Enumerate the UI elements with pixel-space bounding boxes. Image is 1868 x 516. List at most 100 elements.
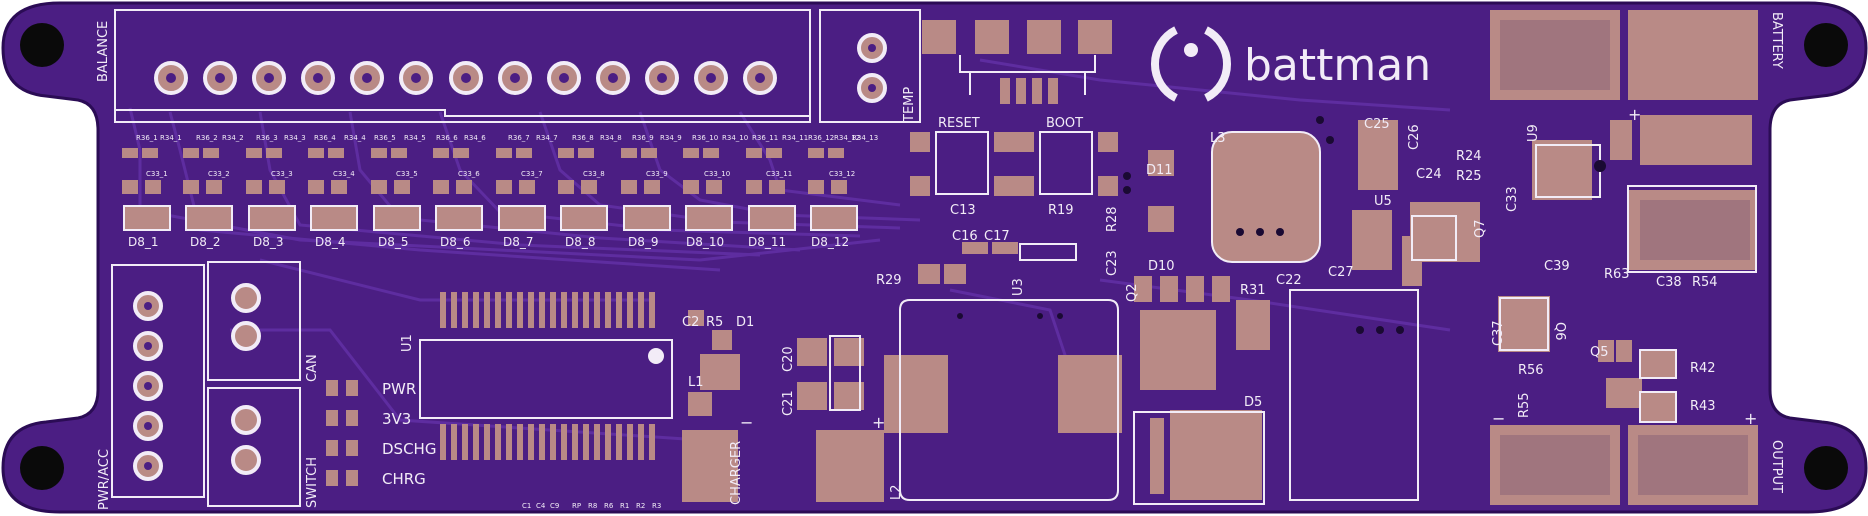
bottom-small-labels: C1 C4 C9 RP R8 R6 R1 R2 R3 <box>522 502 661 510</box>
designator: U5 <box>1374 194 1392 209</box>
designator: R28 <box>1105 206 1120 232</box>
designator: C20 <box>781 346 796 372</box>
temp-label: TEMP <box>902 87 917 123</box>
small-label: R8 <box>588 502 597 510</box>
designator: C37 <box>1491 320 1506 346</box>
designator: C33 <box>1505 186 1520 212</box>
pwr-acc-label: PWR/ACC <box>97 449 112 510</box>
pwr-acc-pins <box>133 291 163 481</box>
designator: R29 <box>876 273 902 288</box>
polarity-mark: − <box>740 413 753 432</box>
designator: R56 <box>1518 363 1544 378</box>
small-label: R6 <box>604 502 614 510</box>
designator: C26 <box>1407 124 1422 150</box>
resistor-label: R36_12 <box>808 134 834 142</box>
designator: Q2 <box>1125 283 1140 302</box>
resistor-label: R36_4 <box>314 134 336 142</box>
balance-connector-notch <box>114 109 810 122</box>
small-label: R3 <box>652 502 661 510</box>
small-label: RP <box>572 502 581 510</box>
designator: C23 <box>1105 250 1120 276</box>
balance-resistor-labels: R36_1 R34_1 R36_2 R34_2 R36_3 R34_3 R36_… <box>136 134 878 142</box>
designator: R24 <box>1456 149 1482 164</box>
cap-label: C33_5 <box>396 170 418 178</box>
power-pads <box>1490 10 1758 505</box>
designator: D5 <box>1244 395 1262 410</box>
designator: R42 <box>1690 361 1716 376</box>
resistor-label: R34_7 <box>536 134 558 142</box>
designator: R25 <box>1456 169 1482 184</box>
designator: R31 <box>1240 283 1266 298</box>
switch-connector-outline <box>207 387 301 507</box>
cap-label: C33_12 <box>829 170 855 178</box>
mosfet-label: D8_12 <box>811 235 849 249</box>
resistor-label: R34_5 <box>404 134 426 142</box>
mosfet-label: D8_3 <box>253 235 284 249</box>
designator: L3 <box>1210 131 1226 146</box>
designator: Q7 <box>1473 219 1488 238</box>
cap-label: C33_8 <box>583 170 605 178</box>
designator: C2 <box>682 315 699 330</box>
temp-connector-outline <box>819 9 921 123</box>
resistor-label: R34_10 <box>722 134 748 142</box>
resistor-label: R34_2 <box>222 134 244 142</box>
cap-label: C33_7 <box>521 170 543 178</box>
cap-label: C33_1 <box>146 170 168 178</box>
power-section-outlines <box>829 131 1757 505</box>
mosfet-label: D8_8 <box>565 235 596 249</box>
temp-sensor-outline <box>959 55 1096 95</box>
polarity-mark: + <box>1628 105 1641 124</box>
via-dots <box>957 116 1606 334</box>
led-dschg-label: DSCHG <box>382 440 436 458</box>
designator: R63 <box>1604 267 1630 282</box>
resistor-label: R36_5 <box>374 134 396 142</box>
switch-label: SWITCH <box>305 457 320 508</box>
balance-label: BALANCE <box>96 21 111 82</box>
mosfet-label: D8_1 <box>128 235 159 249</box>
small-label: C9 <box>550 502 559 510</box>
mounting-holes <box>20 23 1848 490</box>
resistor-label: R36_6 <box>436 134 458 142</box>
resistor-label: R34_3 <box>284 134 306 142</box>
cap-label: C33_10 <box>704 170 730 178</box>
designator: D11 <box>1146 163 1173 178</box>
mosfet-label: D8_7 <box>503 235 534 249</box>
designator: C39 <box>1544 259 1570 274</box>
balance-cap-labels: C33_1 C33_2 C33_3 C33_4 C33_5 C33_6 C33_… <box>146 170 855 178</box>
cap-label: C33_9 <box>646 170 668 178</box>
designator: C24 <box>1416 167 1442 182</box>
balance-smd-pads <box>122 148 847 194</box>
mosfet-label: D8_4 <box>315 235 346 249</box>
status-led-pads <box>326 380 358 486</box>
resistor-label: R34_11 <box>782 134 808 142</box>
mosfet-label: D8_11 <box>748 235 786 249</box>
resistor-label: R34_4 <box>344 134 366 142</box>
resistor-label: R36_3 <box>256 134 278 142</box>
balance-mosfet-labels: D8_1 D8_2 D8_3 D8_4 D8_5 D8_6 D8_7 D8_8 … <box>128 235 849 249</box>
resistor-label: R36_7 <box>508 134 530 142</box>
designator: D10 <box>1148 259 1175 274</box>
mosfet-label: D8_10 <box>686 235 724 249</box>
can-connector-outline <box>207 261 301 381</box>
can-pins <box>231 283 261 351</box>
small-label: R2 <box>636 502 645 510</box>
small-label: C1 <box>522 502 531 510</box>
small-label: C4 <box>536 502 546 510</box>
designator: R19 <box>1048 203 1074 218</box>
designator: C38 <box>1656 275 1682 290</box>
top-smd-pads <box>922 20 1112 104</box>
designator: C21 <box>781 390 796 416</box>
u1-pin1-marker <box>648 348 664 364</box>
mosfet-label: D8_2 <box>190 235 221 249</box>
boot-button-label: BOOT <box>1046 116 1083 131</box>
designator: C22 <box>1276 273 1302 288</box>
designator: L2 <box>889 484 904 500</box>
charger-label: CHARGER <box>729 441 744 505</box>
designator: R43 <box>1690 399 1716 414</box>
resistor-label: R36_9 <box>632 134 654 142</box>
resistor-label: R34_12 <box>834 134 860 142</box>
polarity-mark: + <box>872 413 885 432</box>
battery-label: BATTERY <box>1769 12 1784 69</box>
